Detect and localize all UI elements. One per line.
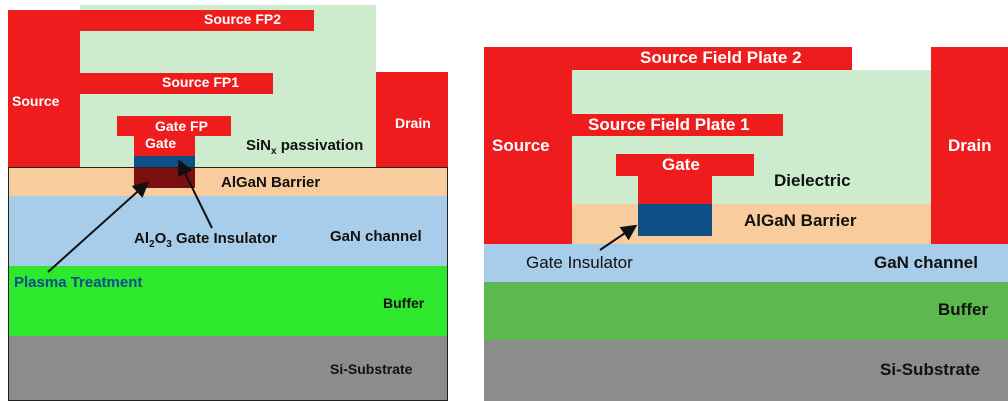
right-drain-contact — [931, 47, 1008, 244]
right-gate-insulator — [638, 204, 712, 236]
left-gan-channel-layer — [8, 196, 448, 266]
left-buffer-label: Buffer — [383, 295, 425, 311]
plasma-pointer-arrow — [47, 181, 149, 273]
left-al2o3-label: Al2O3 Gate Insulator — [134, 230, 277, 250]
left-gate-field-plate — [117, 116, 231, 136]
left-gate-stem — [134, 136, 195, 156]
left-si-substrate-label: Si-Substrate — [330, 361, 413, 377]
right-gate-head — [616, 154, 754, 176]
right-gate-label: Gate — [662, 155, 700, 174]
right-dielectric-label: Dielectric — [774, 171, 851, 190]
left-source-fp2-label: Source FP2 — [204, 11, 282, 27]
left-source-contact — [8, 10, 80, 167]
right-gan-channel-label: GaN channel — [874, 253, 978, 272]
left-drain-label: Drain — [395, 115, 431, 131]
right-source-fp2-label: Source Field Plate 2 — [640, 48, 802, 67]
left-algan-barrier-layer — [8, 167, 448, 196]
left-sinx-passivation-label: SiNx passivation — [246, 137, 364, 157]
right-source-field-plate-1 — [572, 114, 783, 136]
left-plasma-treatment-label: Plasma Treatment — [14, 274, 143, 291]
left-source-label: Source — [12, 93, 60, 109]
right-gate-insulator-label: Gate Insulator — [526, 253, 633, 272]
left-gate-label: Gate — [145, 135, 177, 151]
left-si-substrate-layer — [8, 336, 448, 401]
right-algan-barrier-label: AlGaN Barrier — [744, 211, 857, 230]
left-gate-fp-label: Gate FP — [155, 118, 208, 134]
left-source-field-plate-1 — [80, 73, 273, 94]
right-source-fp1-label: Source Field Plate 1 — [588, 115, 750, 134]
left-buffer-layer — [8, 266, 448, 336]
right-source-field-plate-2 — [572, 47, 852, 70]
right-si-substrate-label: Si-Substrate — [880, 360, 981, 379]
left-drain-contact — [376, 72, 448, 167]
al2o3-pointer-arrow — [178, 159, 213, 229]
right-buffer-layer — [484, 282, 1008, 340]
right-si-substrate-layer — [484, 340, 1008, 401]
right-drain-label: Drain — [948, 136, 992, 155]
left-al2o3-gate-insulator — [134, 156, 195, 167]
right-buffer-label: Buffer — [938, 300, 989, 319]
left-source-fp1-label: Source FP1 — [162, 74, 240, 90]
right-gan-channel-layer — [484, 244, 1008, 282]
right-source-label: Source — [492, 136, 550, 155]
right-source-contact — [484, 47, 572, 244]
left-gan-channel-label: GaN channel — [330, 228, 422, 245]
gate-insulator-pointer-arrow — [599, 224, 638, 251]
left-source-field-plate-2 — [80, 10, 314, 31]
right-dielectric-region — [572, 70, 931, 204]
left-algan-barrier-label: AlGaN Barrier — [221, 174, 321, 191]
right-gate-stem — [638, 176, 712, 204]
